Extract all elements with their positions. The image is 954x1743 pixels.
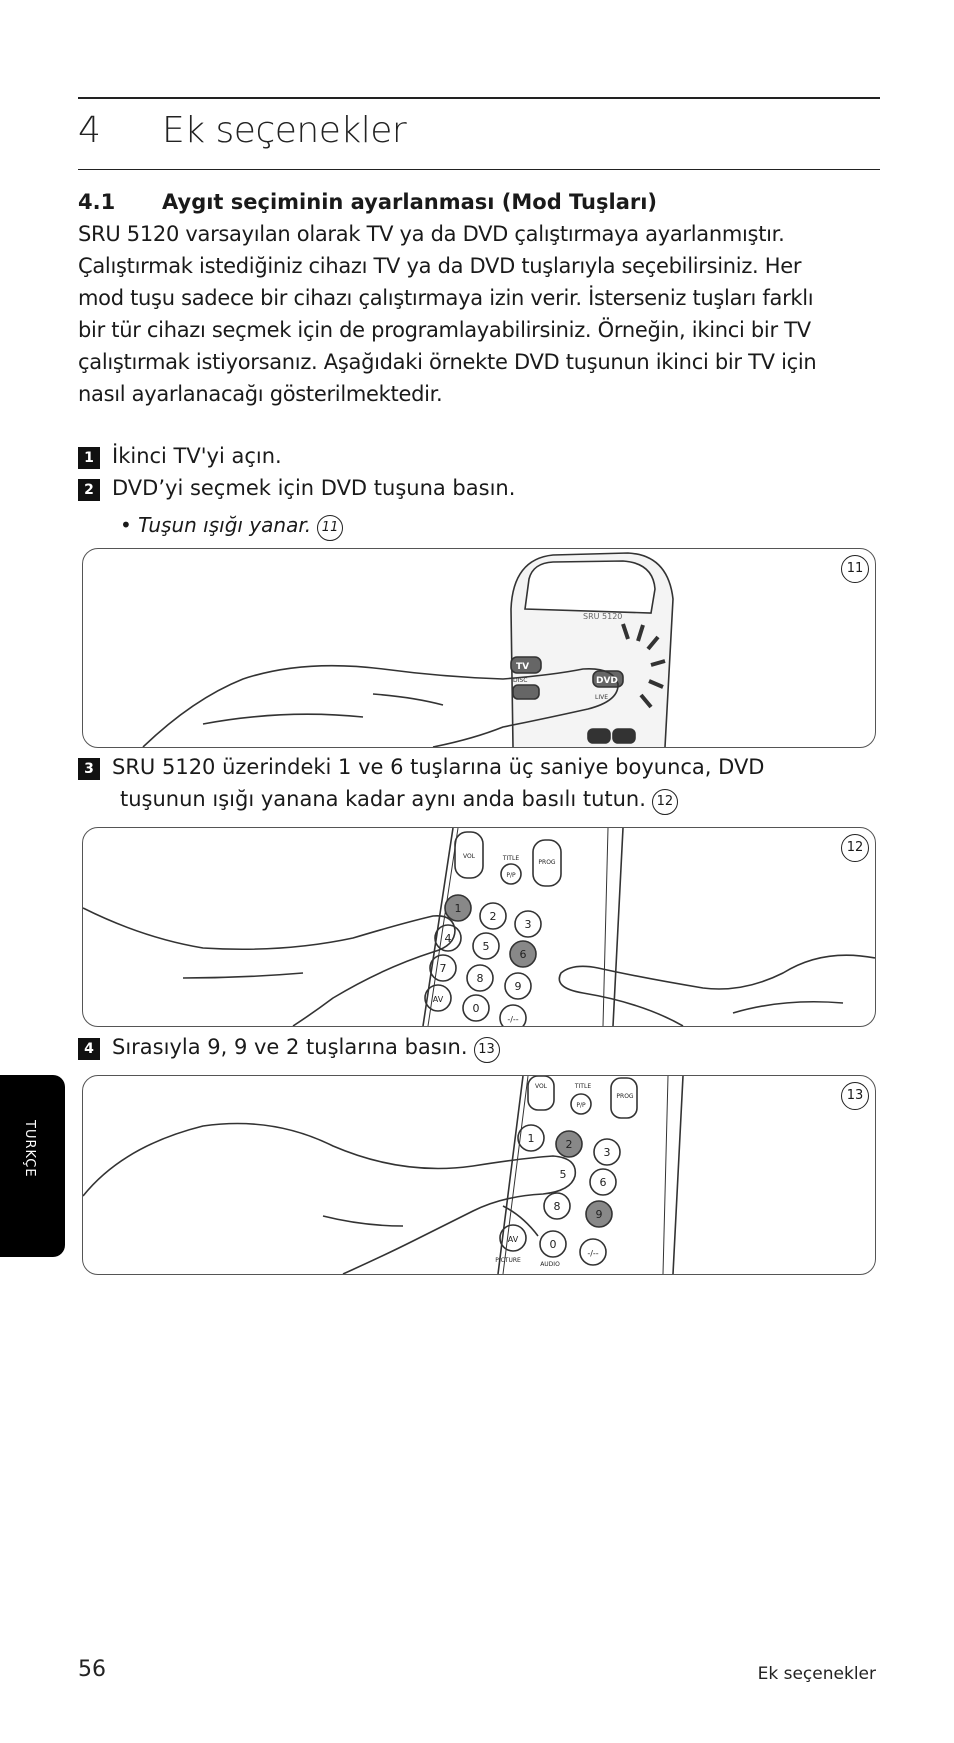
key-label: AV [508, 1235, 519, 1244]
language-tab [0, 1075, 65, 1257]
vol-label: VOL [535, 1083, 548, 1090]
section-number: 4.1 [78, 190, 116, 214]
key-label: 9 [596, 1208, 603, 1221]
step-1: 1 İkinci TV'yi açın. [78, 444, 282, 469]
key-label: 5 [483, 940, 490, 953]
title-label: TITLE [502, 855, 519, 862]
key-label: 8 [554, 1200, 561, 1213]
body-line: bir tür cihazı seçmek için de programlay… [78, 318, 811, 342]
step-4: 4 Sırasıyla 9, 9 ve 2 tuşlarına basın.13 [78, 1035, 500, 1063]
chapter-title: Ek seçenekler [162, 110, 407, 151]
step-text: tuşunun ışığı yanana kadar aynı anda bas… [120, 787, 646, 811]
step-3-continued: tuşunun ışığı yanana kadar aynı anda bas… [120, 787, 678, 815]
step-number-box: 3 [78, 758, 100, 780]
bullet-text: • Tuşun ışığı yanar. [120, 513, 312, 537]
key-label: 1 [455, 902, 462, 915]
key-label: -/-- [587, 1249, 598, 1258]
language-tab-label: TURKÇE [22, 1120, 37, 1178]
vol-label: VOL [463, 853, 476, 860]
step-text: SRU 5120 üzerindeki 1 ve 6 tuşlarına üç … [112, 755, 765, 779]
key-label: 7 [440, 962, 447, 975]
title-label: TITLE [574, 1083, 591, 1090]
illustration-remote-dvd-press: SRU 5120 TV DVD DISC LIVE [142, 552, 674, 747]
key-label: 6 [520, 948, 527, 961]
section-title: Aygıt seçiminin ayarlanması (Mod Tuşları… [162, 190, 658, 214]
figure-ref: 12 [651, 789, 678, 815]
key-label: 8 [477, 972, 484, 985]
title-rule [78, 169, 880, 170]
figure-ref: 13 [473, 1037, 500, 1063]
figure-12: 1 2 3 4 5 6 7 8 9 AV 0 -/-- VOL TITLE PR… [82, 827, 876, 1027]
step-number-box: 4 [78, 1038, 100, 1060]
chapter-number: 4 [78, 110, 101, 151]
figure-badge: 13 [841, 1082, 869, 1110]
remote-model-label: SRU 5120 [583, 612, 622, 621]
figure-badge: 11 [841, 555, 869, 583]
dvd-key-label: DVD [596, 676, 618, 686]
body-line: mod tuşu sadece bir cihazı çalıştırmaya … [78, 286, 814, 310]
key-label: 3 [525, 918, 532, 931]
step-text: Sırasıyla 9, 9 ve 2 tuşlarına basın. [112, 1035, 468, 1059]
key-label: 2 [490, 910, 497, 923]
key-label: 0 [550, 1238, 557, 1251]
key-label: 6 [600, 1176, 607, 1189]
figure-badge: 12 [841, 834, 869, 862]
figure-11: SRU 5120 TV DVD DISC LIVE 11 [82, 548, 876, 748]
illustration-keys-1-6: 1 2 3 4 5 6 7 8 9 AV 0 -/-- VOL TITLE PR… [83, 828, 875, 1026]
prog-label: PROG [538, 859, 556, 866]
body-line: çalıştırmak istiyorsanız. Aşağıdaki örne… [78, 350, 817, 374]
key-label: 3 [604, 1146, 611, 1159]
key-label: 0 [473, 1002, 480, 1015]
key-label: 1 [528, 1132, 535, 1145]
key-label: 2 [566, 1138, 573, 1151]
disc-label: DISC [513, 677, 527, 684]
key-label: 9 [515, 980, 522, 993]
running-title: Ek seçenekler [757, 1664, 876, 1684]
live-label: LIVE [595, 694, 608, 701]
step-2: 2 DVD’yi seçmek için DVD tuşuna basın. [78, 476, 515, 501]
key-label: AV [433, 995, 444, 1004]
step-number-box: 1 [78, 447, 100, 469]
illustration-keys-9-9-2: 1 2 3 5 6 8 9 AV 0 -/-- VOL TITLE PROG P… [83, 1076, 684, 1274]
figure-ref: 11 [317, 515, 344, 541]
body-line: SRU 5120 varsayılan olarak TV ya da DVD … [78, 222, 785, 246]
tv-key-label: TV [516, 662, 529, 672]
body-line: nasıl ayarlanacağı gösterilmektedir. [78, 382, 443, 406]
prog-label: PROG [616, 1093, 634, 1100]
key-label: -/-- [507, 1015, 518, 1024]
key-label: 5 [560, 1168, 567, 1181]
step-number-box: 2 [78, 479, 100, 501]
top-rule [78, 97, 880, 99]
bullet-result: • Tuşun ışığı yanar.11 [120, 513, 344, 541]
picture-label: PICTURE [495, 1257, 521, 1264]
audio-label: AUDIO [540, 1261, 560, 1268]
pp-label: P/P [576, 1102, 586, 1109]
step-text: DVD’yi seçmek için DVD tuşuna basın. [112, 476, 516, 500]
page-number: 56 [78, 1657, 106, 1682]
body-line: Çalıştırmak istediğiniz cihazı TV ya da … [78, 254, 802, 278]
key-label: 4 [445, 932, 452, 945]
step-text: İkinci TV'yi açın. [112, 444, 282, 468]
figure-13: 1 2 3 5 6 8 9 AV 0 -/-- VOL TITLE PROG P… [82, 1075, 876, 1275]
step-3: 3 SRU 5120 üzerindeki 1 ve 6 tuşlarına üç… [78, 755, 764, 780]
pp-label: P/P [506, 872, 516, 879]
